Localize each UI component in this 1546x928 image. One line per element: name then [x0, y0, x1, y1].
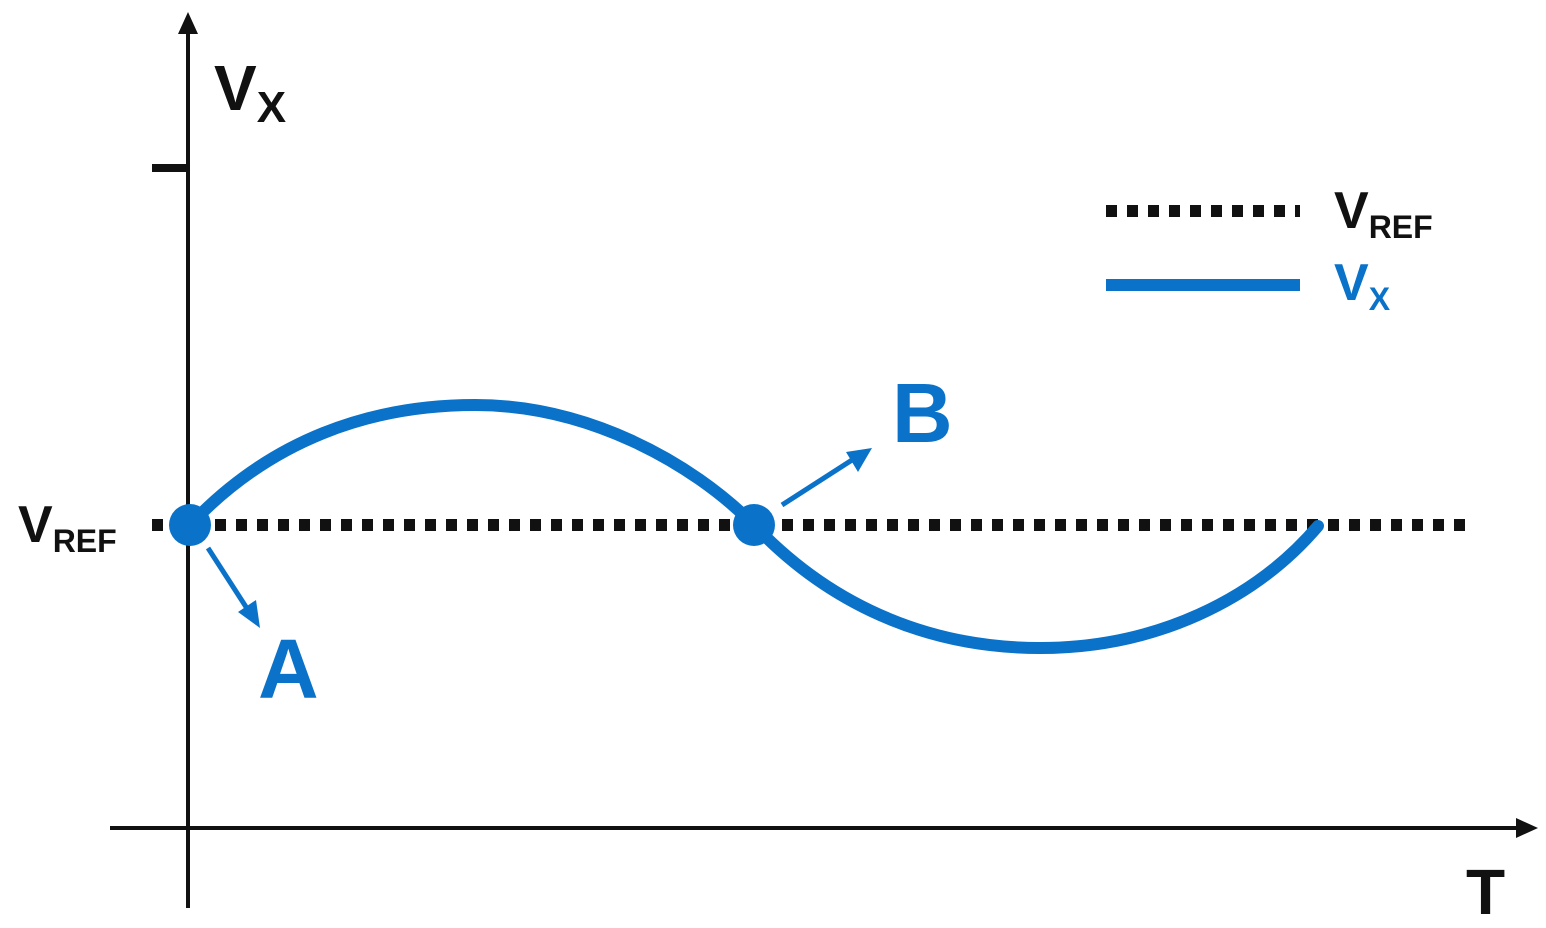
- vref-axis-label-main: V: [18, 496, 53, 554]
- legend-vx-label-sub: X: [1369, 281, 1391, 317]
- legend-vref-label: VREF: [1334, 182, 1433, 245]
- legend-vx-label: VX: [1334, 254, 1391, 317]
- y-axis-label: VX: [214, 52, 286, 132]
- vref-axis-label-sub: REF: [53, 523, 117, 559]
- point-b-label: B: [892, 366, 953, 460]
- legend-vref-label-sub: REF: [1369, 209, 1433, 245]
- point-b-arrowhead: [846, 448, 872, 472]
- point-a-arrow: [205, 546, 251, 612]
- legend-vx-label-main: V: [1334, 254, 1369, 312]
- legend: VREF VX: [1106, 182, 1433, 317]
- point-a-arrowhead: [238, 600, 260, 628]
- point-a-label: A: [258, 622, 319, 716]
- y-axis-label-sub: X: [257, 83, 286, 132]
- y-axis-arrowhead: [178, 12, 198, 34]
- x-axis-arrowhead: [1516, 818, 1538, 838]
- legend-vref-label-main: V: [1334, 182, 1369, 240]
- y-axis-label-main: V: [214, 52, 257, 124]
- point-a-marker: [169, 504, 211, 546]
- x-axis-label: T: [1466, 856, 1505, 928]
- point-b-marker: [733, 504, 775, 546]
- vref-axis-label: VREF: [18, 496, 117, 559]
- point-b-arrow: [780, 457, 854, 508]
